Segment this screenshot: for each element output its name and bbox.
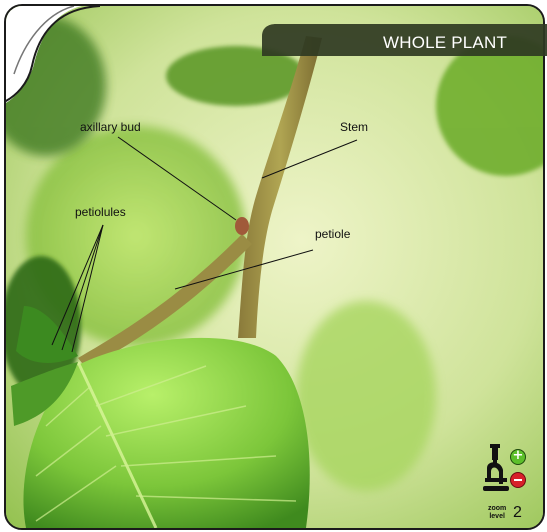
label-axillary-bud: axillary bud bbox=[80, 120, 141, 134]
zoom-in-button[interactable]: + bbox=[510, 449, 526, 465]
zoom-level-label: zoom level bbox=[488, 505, 506, 521]
zoom-out-button[interactable] bbox=[510, 472, 526, 488]
plus-icon: + bbox=[511, 448, 525, 463]
minus-icon bbox=[514, 479, 522, 481]
label-stem: Stem bbox=[340, 120, 368, 134]
label-petiolules: petiolules bbox=[75, 205, 126, 219]
microscope-icon bbox=[483, 444, 509, 491]
zoom-level-value: 2 bbox=[513, 504, 522, 522]
label-petiole: petiole bbox=[315, 227, 350, 241]
